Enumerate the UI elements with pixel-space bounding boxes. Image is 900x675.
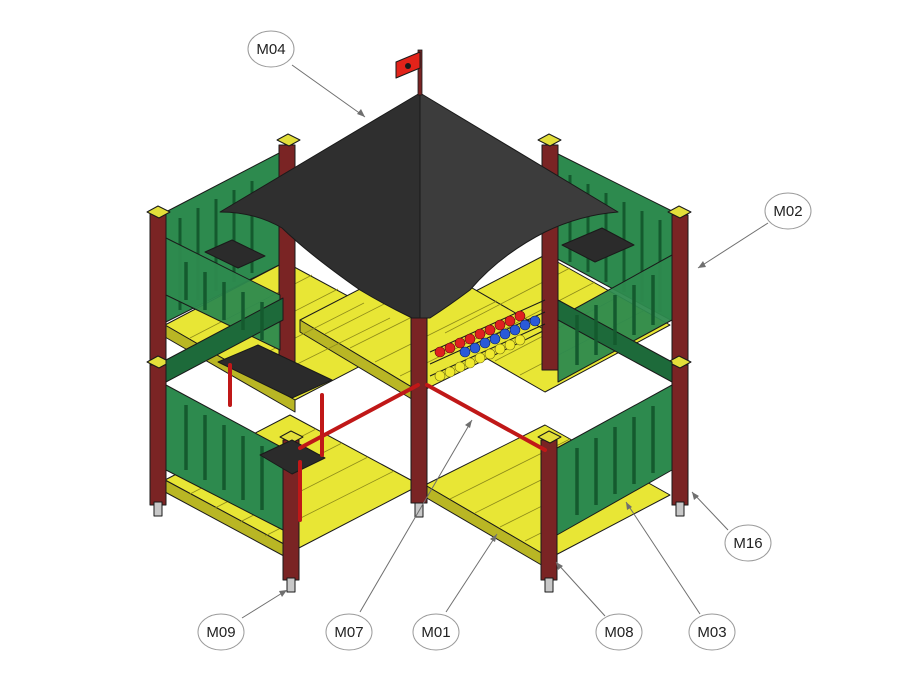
step-platforms xyxy=(204,227,635,475)
bead-row-yellow xyxy=(434,334,526,382)
front-panels xyxy=(165,237,673,536)
bead-row-blue xyxy=(459,315,541,358)
callout-m02: M02 xyxy=(697,192,812,269)
callout-m08-label: M08 xyxy=(604,624,633,641)
abacus-bead-panel xyxy=(429,299,546,382)
post-cap-back-left xyxy=(276,133,301,147)
front-posts xyxy=(146,205,692,593)
step-back-right xyxy=(561,227,635,263)
callouts: M04 M02 M16 M09 M07 xyxy=(197,30,812,651)
post-cap-back-right xyxy=(537,133,562,147)
bead-row-red xyxy=(434,310,526,358)
callout-m16: M16 xyxy=(691,491,772,562)
callout-m08: M08 xyxy=(555,561,643,651)
step-upper xyxy=(217,344,333,399)
post-caps xyxy=(146,205,692,444)
front-panel-slats xyxy=(184,262,655,515)
post-left-front xyxy=(149,364,167,506)
callout-m04: M04 xyxy=(247,30,366,118)
red-rails xyxy=(228,363,547,522)
callout-m07: M07 xyxy=(325,419,473,651)
callout-m01: M01 xyxy=(412,533,498,651)
roof xyxy=(219,49,619,319)
step-back-left xyxy=(204,239,266,269)
step-lower xyxy=(259,439,326,475)
post-front-right xyxy=(540,439,558,581)
callout-m03: M03 xyxy=(625,501,736,651)
callout-m01-label: M01 xyxy=(421,624,450,641)
callout-m09: M09 xyxy=(197,589,288,651)
callout-m07-label: M07 xyxy=(334,624,363,641)
callout-m04-label: M04 xyxy=(256,41,285,58)
flag-pole xyxy=(417,49,423,96)
callout-m03-label: M03 xyxy=(697,624,726,641)
callout-m02-label: M02 xyxy=(773,203,802,220)
callout-m16-label: M16 xyxy=(733,535,762,552)
roof-right-face xyxy=(419,92,619,319)
callout-m09-label: M09 xyxy=(206,624,235,641)
post-front-center xyxy=(410,317,428,504)
roof-left-face xyxy=(219,92,421,319)
post-right-front xyxy=(671,364,689,506)
